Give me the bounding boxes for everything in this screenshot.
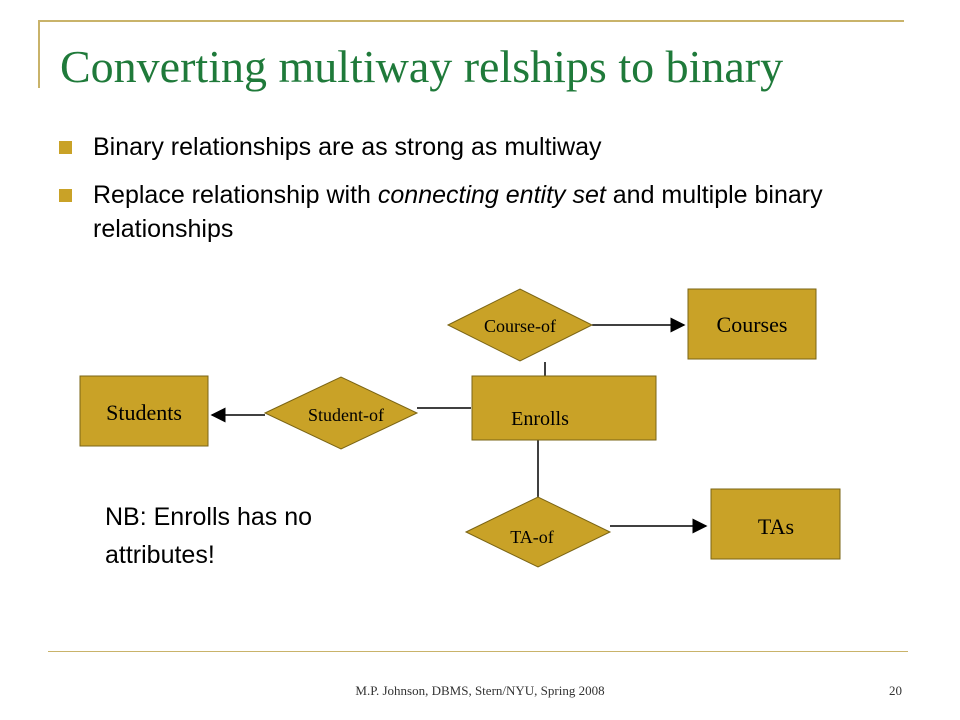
page-number: 20 <box>889 683 902 698</box>
bullet-item: Binary relationships are as strong as mu… <box>59 130 602 164</box>
tas-entity <box>710 488 841 560</box>
footer-rule <box>48 651 908 652</box>
student-of-diamond <box>263 376 419 450</box>
student-of-label: Student-of <box>308 405 384 425</box>
ta-of-label: TA-of <box>510 527 554 547</box>
footer-text: M.P. Johnson, DBMS, Stern/NYU, Spring 20… <box>355 683 605 698</box>
course-of-diamond <box>446 288 594 362</box>
square-bullet-icon <box>59 189 72 202</box>
students-entity <box>79 375 209 447</box>
courses-entity <box>687 288 817 360</box>
tas-label: TAs <box>758 514 794 539</box>
emphasized-phrase: connecting entity set <box>377 181 606 209</box>
slide-title: Converting multiway relships to binary <box>60 41 784 92</box>
course-of-label: Course-of <box>484 316 556 336</box>
square-bullet-icon <box>59 141 72 154</box>
enrolls-entity <box>471 375 657 441</box>
bullet-text: Binary relationships are as strong as mu… <box>93 133 602 161</box>
courses-label: Courses <box>717 312 788 337</box>
ta-of-diamond <box>464 496 612 568</box>
note-text: NB: Enrolls has no attributes! <box>105 503 313 569</box>
students-label: Students <box>106 400 182 425</box>
bullet-item: Replace relationship with connecting ent… <box>59 178 853 246</box>
bullet-text: Replace relationship with connecting ent… <box>93 181 823 243</box>
top-rule <box>40 20 904 22</box>
enrolls-label: Enrolls <box>511 408 569 430</box>
left-rule <box>38 20 40 88</box>
